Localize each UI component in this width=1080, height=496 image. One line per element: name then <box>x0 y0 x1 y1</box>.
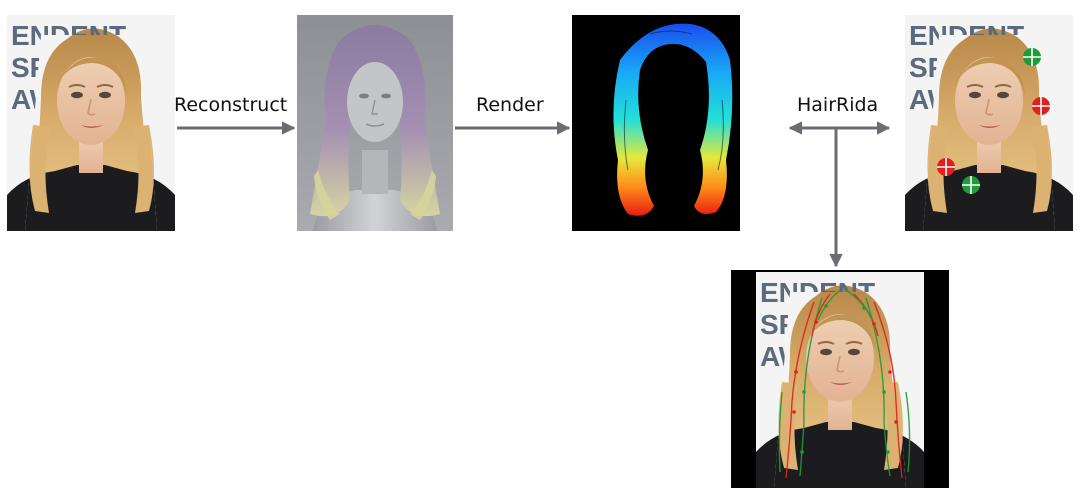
label-reconstruct: Reconstruct <box>174 94 288 116</box>
reconstructed-3d-hair-model <box>297 15 453 231</box>
crosshair-marker-icon <box>937 158 955 176</box>
rendered-hair-orientation-map <box>572 15 740 231</box>
crosshair-marker-icon <box>962 176 980 194</box>
crosshair-marker-icon <box>1023 48 1041 66</box>
hair-strand-annotation-output: ENDENT SPI AW <box>731 270 949 488</box>
input-portrait-photo: ENDENT SPI AW <box>7 15 175 231</box>
annotated-photo-with-markers: ENDENT SPI AW <box>905 15 1073 231</box>
crosshair-marker-icon <box>1032 97 1050 115</box>
label-render: Render <box>476 94 544 116</box>
label-hairrida: HairRida <box>797 94 879 116</box>
